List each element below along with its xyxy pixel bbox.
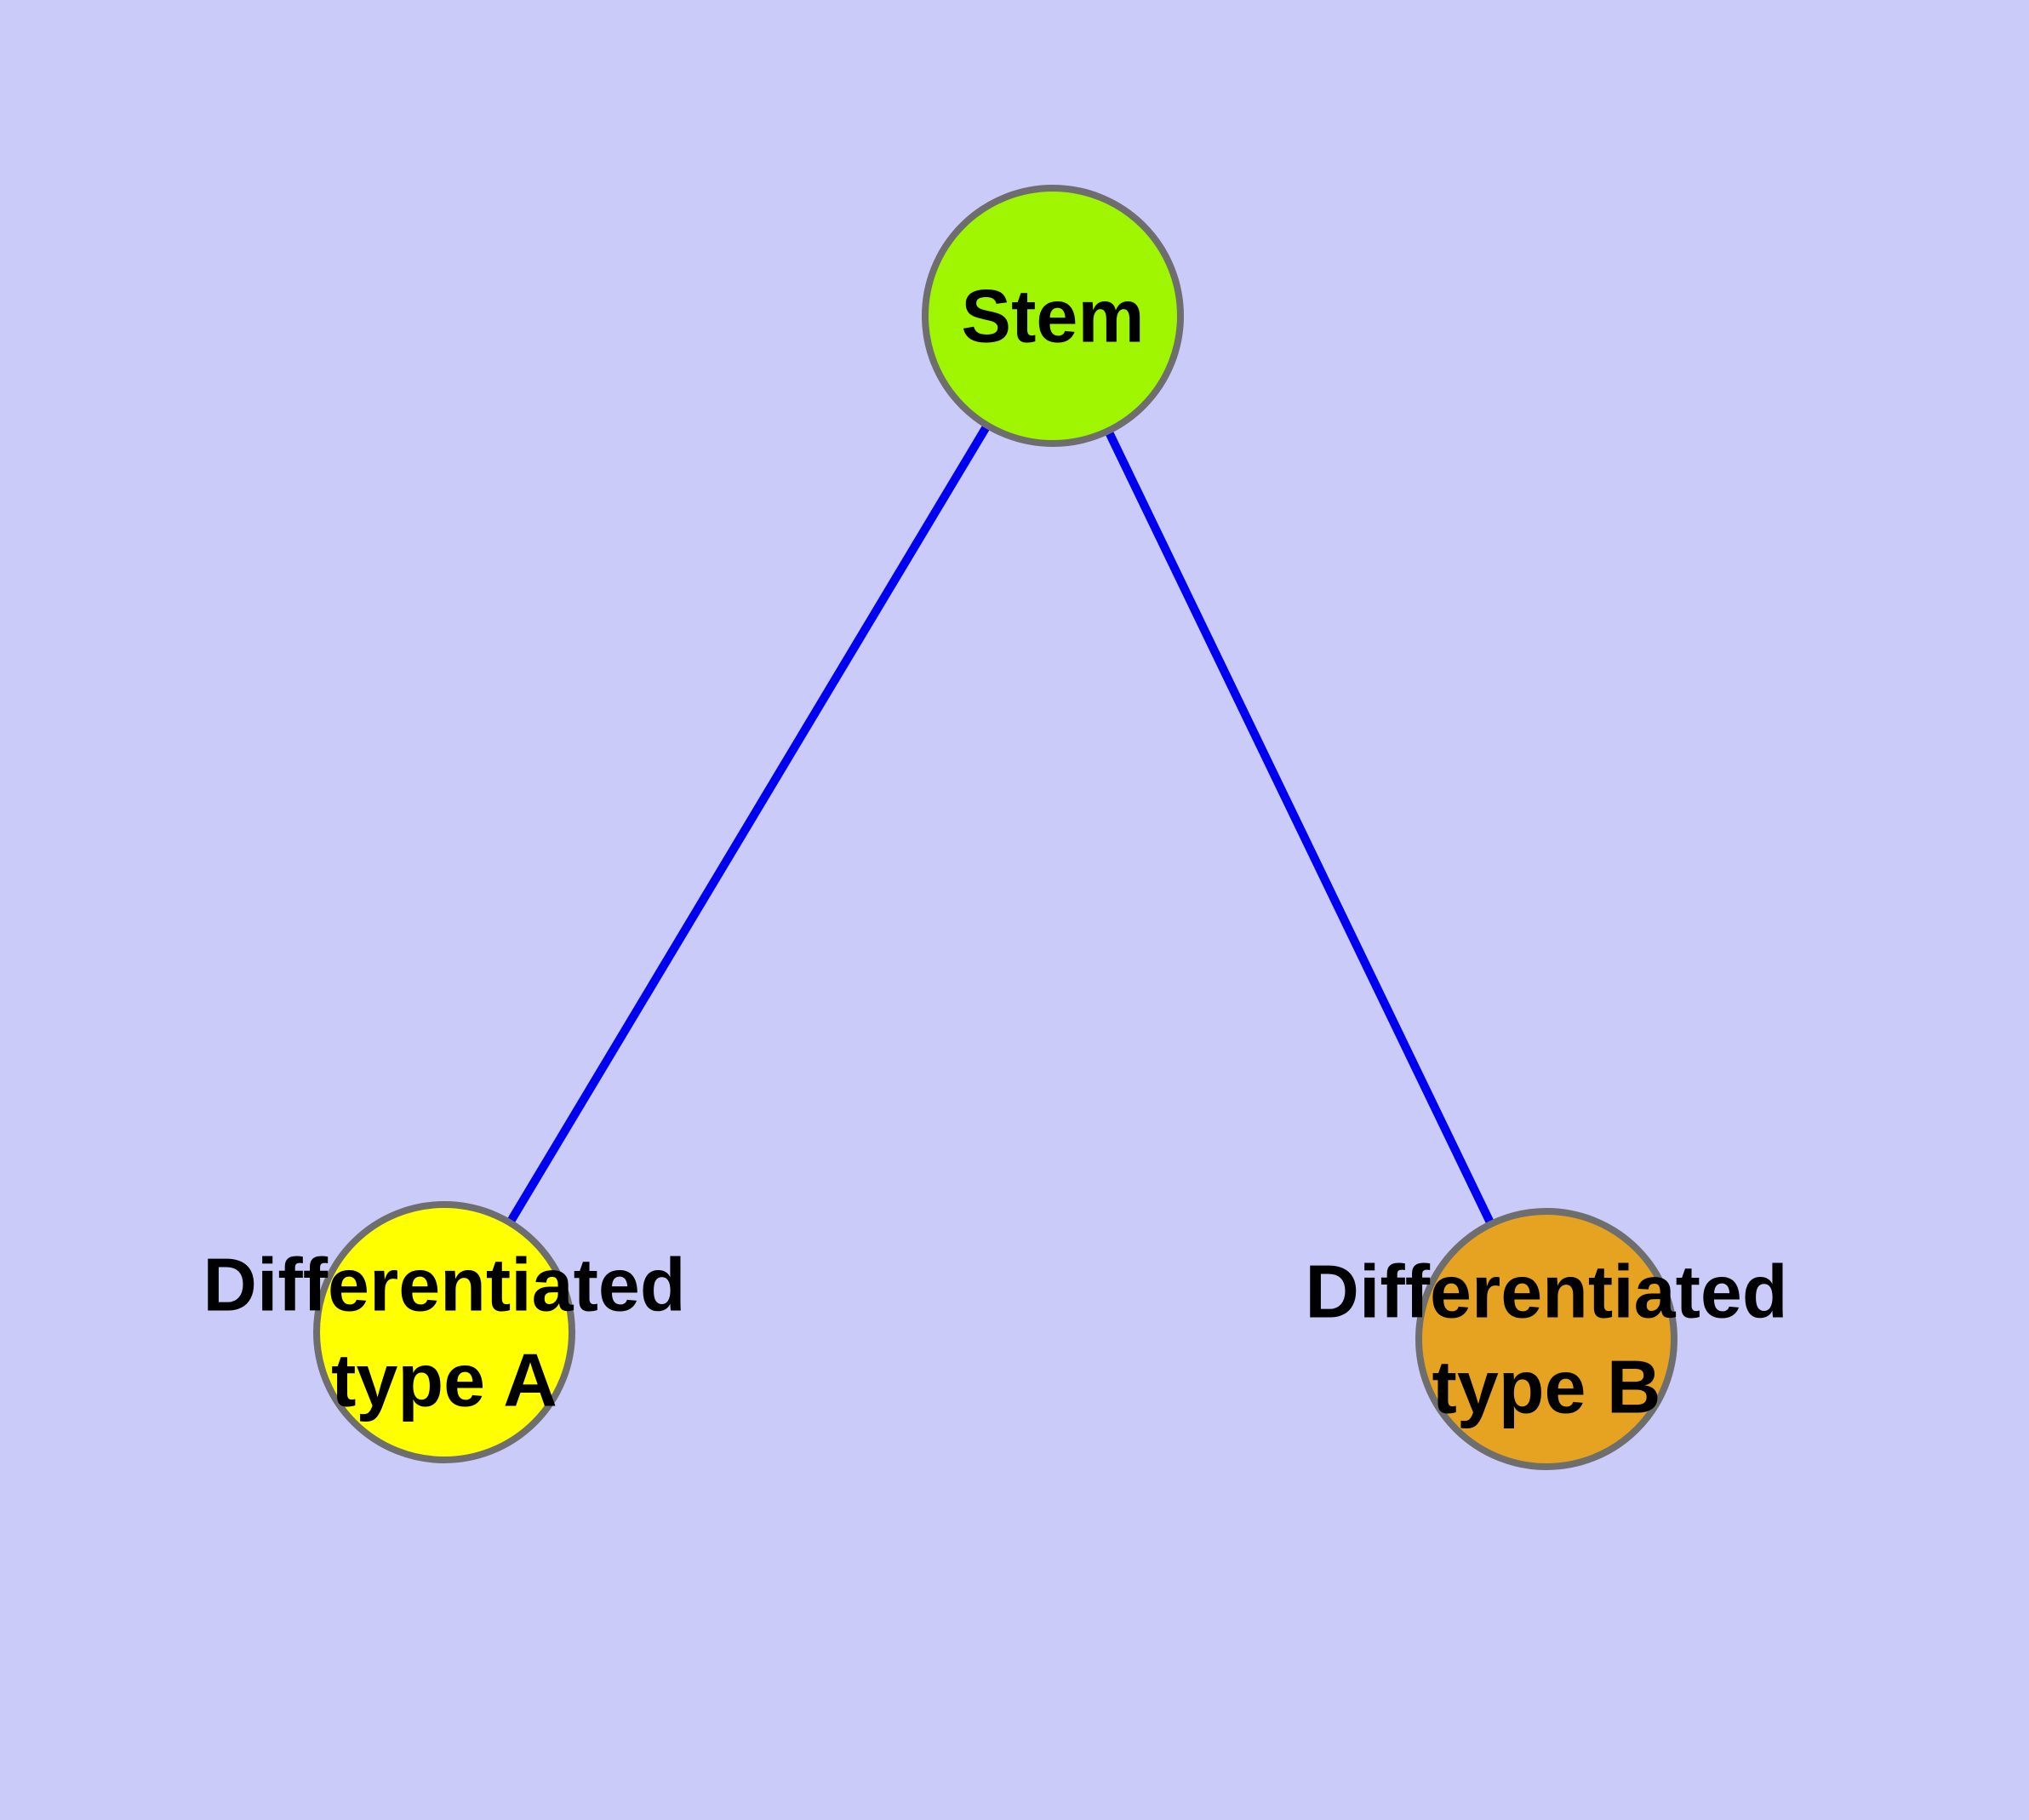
node-type-b-label-line2: type B — [1432, 1345, 1661, 1429]
node-differentiated-type-a[interactable] — [313, 1201, 575, 1463]
node-type-b-label-line1: Differentiated — [1305, 1250, 1787, 1334]
edge-stem-to-type-a — [440, 313, 1057, 1335]
node-stem[interactable] — [922, 185, 1184, 447]
node-differentiated-type-b[interactable] — [1415, 1208, 1677, 1470]
edge-stem-to-type-b — [1049, 313, 1551, 1342]
node-stem-label: Stem — [961, 274, 1144, 358]
node-type-a-label-line1: Differentiated — [203, 1243, 685, 1327]
node-type-a-label-line2: type A — [331, 1338, 557, 1422]
